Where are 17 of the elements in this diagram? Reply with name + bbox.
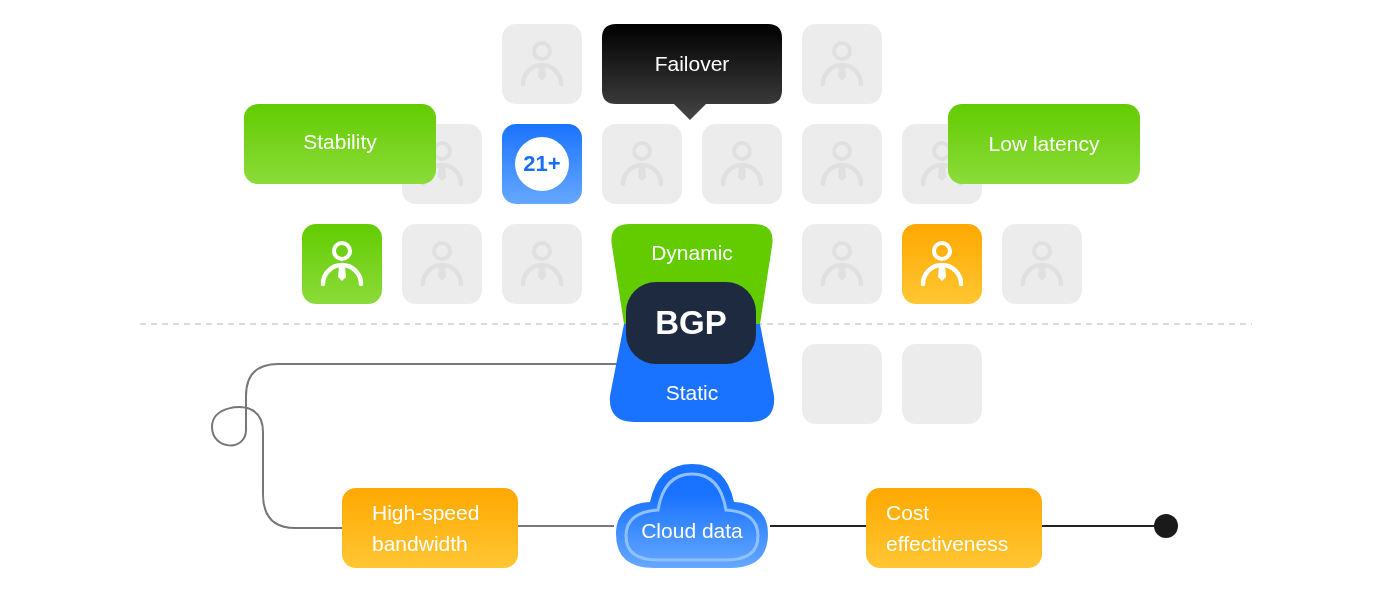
feature-box: Low latency [948,104,1140,184]
feature-box: Stability [244,104,436,184]
callout-bubble [602,24,782,120]
node-text: Dynamic [651,240,733,266]
label-box: BGP [626,282,756,364]
age-badge: 21+ [515,137,569,191]
feature-box: High-speed bandwidth [342,488,518,568]
connector-line [769,525,867,527]
node-text: Failover [654,51,730,78]
node-text: Cloud data [641,517,743,544]
node-text: Static [665,379,719,406]
end-dot [1154,514,1178,538]
connector-line [211,363,618,529]
cloud-shape [614,464,770,568]
connector-line [1041,525,1155,527]
feature-box: Cost effectiveness [866,488,1042,568]
connector-line [517,525,615,527]
